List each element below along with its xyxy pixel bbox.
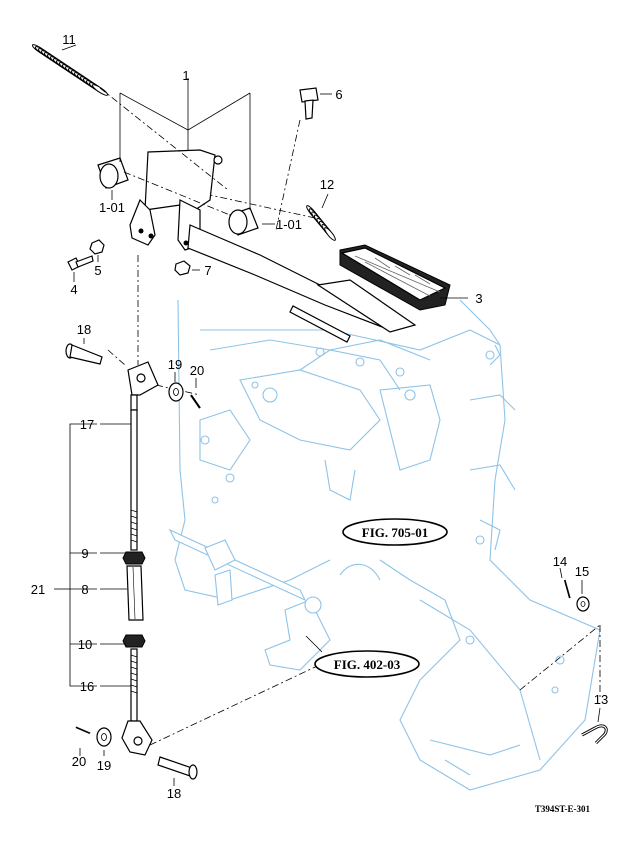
label-part-7: 7 <box>204 263 211 278</box>
clevis-pin-upper <box>65 343 103 365</box>
split-pin-upper <box>190 393 202 409</box>
label-part-14: 14 <box>553 554 567 569</box>
bolt-6 <box>299 87 319 120</box>
label-part-20-lower: 20 <box>72 754 86 769</box>
label-part-5: 5 <box>94 263 101 278</box>
turnbuckle-8 <box>126 565 144 621</box>
bracket-21 <box>54 423 97 687</box>
drawing-code: T394ST-E-301 <box>535 804 591 814</box>
stop-rod <box>289 305 351 343</box>
split-pin-lower <box>75 725 91 735</box>
nut-7 <box>174 260 191 276</box>
part-labels: 1 1-01 1-01 3 4 5 6 7 8 9 10 11 12 13 14… <box>31 32 608 801</box>
assembly-lines <box>99 78 601 746</box>
label-part-18-upper: 18 <box>77 322 91 337</box>
clevis-lower <box>121 720 153 756</box>
washer-15 <box>576 596 590 612</box>
label-part-10: 10 <box>78 637 92 652</box>
return-spring <box>31 44 109 96</box>
fig-705-callout[interactable]: FIG. 705-01 <box>342 518 448 546</box>
rod-16 <box>130 648 138 722</box>
label-part-11: 11 <box>62 32 76 47</box>
label-part-21: 21 <box>31 582 45 597</box>
spring-12 <box>306 205 336 241</box>
rod-17 <box>130 409 138 551</box>
nut-10 <box>122 634 146 648</box>
pedal-pad <box>316 244 451 333</box>
label-part-19-lower: 19 <box>97 758 111 773</box>
label-part-17: 17 <box>80 417 94 432</box>
transmission-housing-outline <box>174 299 601 791</box>
label-part-1-01-right: 1-01 <box>276 217 302 232</box>
fig-705-label: FIG. 705-01 <box>362 525 428 540</box>
label-part-12: 12 <box>320 177 334 192</box>
hook-pin-13 <box>581 724 608 745</box>
label-part-1-01-left: 1-01 <box>99 200 125 215</box>
washer-lower <box>96 727 112 747</box>
label-part-4: 4 <box>70 282 77 297</box>
fig-402-label: FIG. 402-03 <box>334 657 401 672</box>
label-part-3: 3 <box>475 291 482 306</box>
label-part-9: 9 <box>81 546 88 561</box>
washer-upper <box>168 382 184 402</box>
fig-402-callout[interactable]: FIG. 402-03 <box>305 635 420 678</box>
leader-lines <box>61 44 601 786</box>
pin-14 <box>563 579 572 599</box>
bushing-right <box>228 207 259 236</box>
bolt-4 <box>67 255 94 271</box>
clevis-pin-lower <box>157 756 198 780</box>
label-part-19-upper: 19 <box>168 357 182 372</box>
label-part-6: 6 <box>335 87 342 102</box>
label-part-16: 16 <box>80 679 94 694</box>
label-part-15: 15 <box>575 564 589 579</box>
spring-coil <box>324 227 336 241</box>
label-part-18-lower: 18 <box>167 786 181 801</box>
shift-shaft <box>168 528 331 671</box>
nut-9 <box>122 551 146 565</box>
bushing-left <box>97 157 129 189</box>
label-part-8: 8 <box>81 582 88 597</box>
spring-coil <box>91 84 109 96</box>
label-part-20-upper: 20 <box>190 363 204 378</box>
clevis-upper <box>127 361 159 411</box>
nut-5 <box>89 239 105 255</box>
pedal-arm <box>129 149 391 331</box>
label-part-13: 13 <box>594 692 608 707</box>
label-part-1: 1 <box>182 68 189 83</box>
